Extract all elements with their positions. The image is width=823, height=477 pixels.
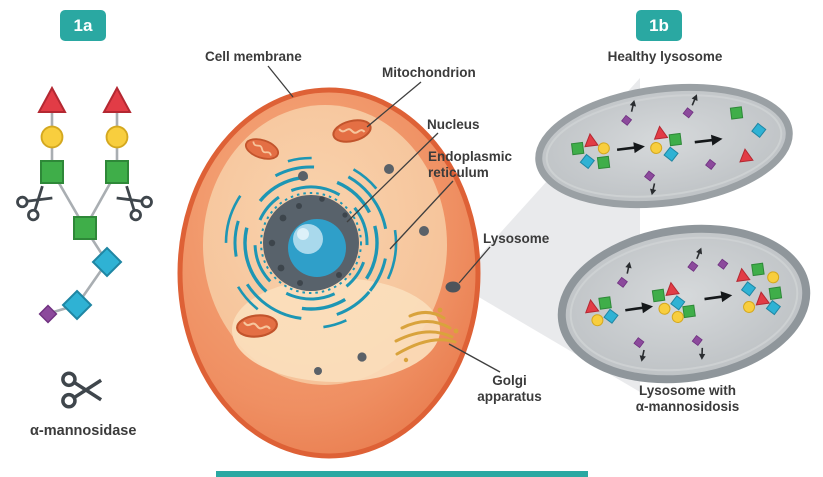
- pointer-mitochondrion: [366, 81, 422, 128]
- glycan-green-cube: [105, 160, 129, 184]
- pointer-cell-membrane: [267, 65, 294, 98]
- bottom-accent-bar: [216, 471, 588, 477]
- cell-illustration: [177, 87, 481, 459]
- nucleus: [263, 195, 359, 291]
- label-golgi-apparatus: Golgi apparatus: [477, 373, 542, 404]
- panel-a-badge: 1a: [60, 10, 106, 41]
- label-endoplasmic-reticulum: Endoplasmic reticulum: [428, 149, 513, 180]
- glycan-blue-diamond: [62, 290, 92, 320]
- endoplasmic-reticulum-organelle: [224, 156, 398, 330]
- enzyme-scissors-icon: [61, 371, 103, 409]
- pointer-lines: [267, 65, 501, 373]
- glycan-green-cube: [40, 160, 64, 184]
- title-healthy-lysosome: Healthy lysosome: [607, 49, 723, 64]
- glycan-yellow-circle: [105, 125, 129, 149]
- nucleolus: [293, 224, 323, 254]
- healthy-lysosome-inner-rim: [545, 94, 783, 198]
- label-cell-membrane: Cell membrane: [205, 49, 302, 64]
- label-mitochondrion: Mitochondrion: [382, 65, 476, 80]
- cell-cut-floor: [232, 278, 440, 382]
- glycan-tree: [14, 87, 155, 324]
- glycan-green-cube: [73, 216, 97, 240]
- glycan-blue-diamond: [92, 247, 122, 277]
- nuclear-pores: [268, 196, 348, 286]
- diseased-lysosome-membrane: [557, 224, 811, 384]
- title-diseased-lysosome: Lysosome with α-mannosidosis: [635, 383, 740, 414]
- label-lysosome: Lysosome: [483, 231, 550, 246]
- vesicle-dots: [298, 164, 429, 375]
- diseased-lysosome: [557, 224, 811, 384]
- pointer-lysosome: [458, 246, 491, 284]
- label-nucleus: Nucleus: [427, 117, 480, 132]
- pointer-golgi: [448, 343, 501, 373]
- healthy-lysosome-membrane: [535, 83, 793, 209]
- panel-b-badge: 1b: [636, 10, 682, 41]
- glycan-yellow-circle: [40, 125, 64, 149]
- pointer-er: [389, 180, 454, 250]
- glycan-red-triangle: [38, 87, 66, 113]
- glycan-purple-diamond: [38, 304, 58, 324]
- label-alpha-mannosidase: α-mannosidase: [30, 423, 137, 439]
- scissors-icon: [14, 180, 58, 224]
- nucleolus-highlight: [297, 228, 309, 240]
- lysosome-dot: [445, 281, 461, 293]
- glycan-red-triangle: [103, 87, 131, 113]
- diseased-lysosome-inner-rim: [569, 236, 799, 372]
- pointer-nucleus: [346, 132, 439, 223]
- golgi-apparatus-organelle: [394, 307, 459, 363]
- scissors-icon: [111, 180, 155, 224]
- healthy-lysosome: [535, 83, 793, 209]
